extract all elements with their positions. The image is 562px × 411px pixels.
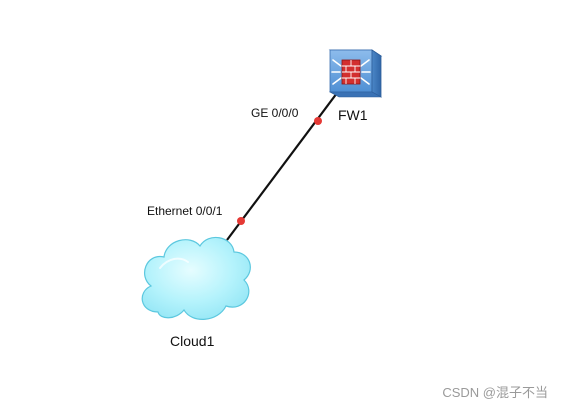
cloud-icon[interactable] — [141, 236, 251, 320]
link-line[interactable] — [226, 84, 344, 241]
node-label-firewall: FW1 — [338, 107, 368, 123]
port-dot-ge[interactable] — [314, 117, 322, 125]
port-dot-ethernet[interactable] — [237, 217, 245, 225]
port-label-ethernet: Ethernet 0/0/1 — [147, 204, 223, 218]
firewall-icon[interactable] — [328, 49, 383, 98]
port-label-ge: GE 0/0/0 — [251, 106, 299, 120]
watermark: CSDN @混子不当 — [442, 385, 548, 400]
node-label-cloud: Cloud1 — [170, 333, 215, 349]
